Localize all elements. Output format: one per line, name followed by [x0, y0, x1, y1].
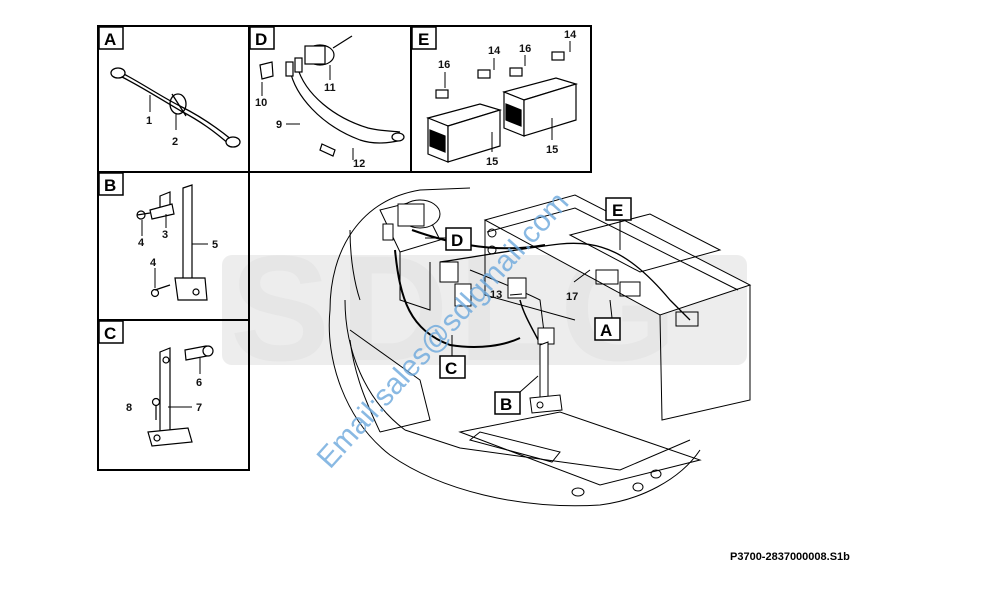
box-label-d: D [445, 227, 472, 251]
cable-drawing [110, 67, 241, 148]
callout-3: 3 [162, 229, 168, 241]
panel-d-letter: D [255, 30, 267, 49]
box-label-c: C [439, 355, 466, 379]
box-label-b: B [494, 391, 521, 415]
panel-b-letter: B [104, 176, 116, 195]
callout-11: 11 [324, 82, 336, 94]
callout-4a: 4 [138, 237, 145, 249]
callout-8: 8 [126, 402, 132, 414]
callout-5: 5 [212, 239, 218, 251]
reference-code: P3700-2837000008.S1b [730, 551, 850, 563]
callout-15b: 15 [546, 144, 558, 156]
main-assembly-view [328, 187, 752, 507]
panel-c: C 6 8 7 [98, 320, 214, 447]
callout-9: 9 [276, 119, 282, 131]
callout-16a: 16 [438, 59, 450, 71]
callout-1: 1 [146, 115, 152, 127]
callout-15a: 15 [486, 156, 498, 168]
box-label-a: A [594, 317, 621, 341]
callout-14a: 14 [488, 45, 501, 57]
callout-17: 17 [566, 291, 578, 303]
switch-and-cables-drawing [259, 35, 405, 157]
panel-b: B 4 3 5 4 [98, 172, 218, 301]
svg-text:E: E [612, 201, 623, 220]
callout-14b: 14 [564, 29, 577, 41]
callout-6: 6 [196, 377, 202, 389]
callout-7: 7 [196, 402, 202, 414]
main-leader-lines [425, 220, 621, 393]
svg-text:D: D [451, 231, 463, 250]
svg-text:B: B [500, 395, 512, 414]
callout-10: 10 [255, 97, 267, 109]
detail-panels-frame [97, 25, 592, 471]
svg-text:C: C [445, 359, 457, 378]
callout-13: 13 [490, 289, 502, 301]
panel-d: D 10 11 9 12 [249, 26, 405, 170]
callout-16b: 16 [519, 43, 531, 55]
callout-12: 12 [353, 158, 365, 170]
l-bracket-drawing [147, 345, 214, 447]
panel-e-letter: E [418, 30, 429, 49]
bracket-drawing [136, 184, 208, 301]
panel-a: A 1 2 [98, 26, 241, 148]
panel-a-letter: A [104, 30, 116, 49]
panel-e: E 16 14 16 14 15 15 [411, 26, 579, 168]
svg-text:A: A [600, 321, 612, 340]
callout-2: 2 [172, 136, 178, 148]
callout-4b: 4 [150, 257, 157, 269]
box-label-e: E [605, 197, 632, 221]
batteries-drawing [426, 51, 579, 163]
panel-c-letter: C [104, 324, 116, 343]
